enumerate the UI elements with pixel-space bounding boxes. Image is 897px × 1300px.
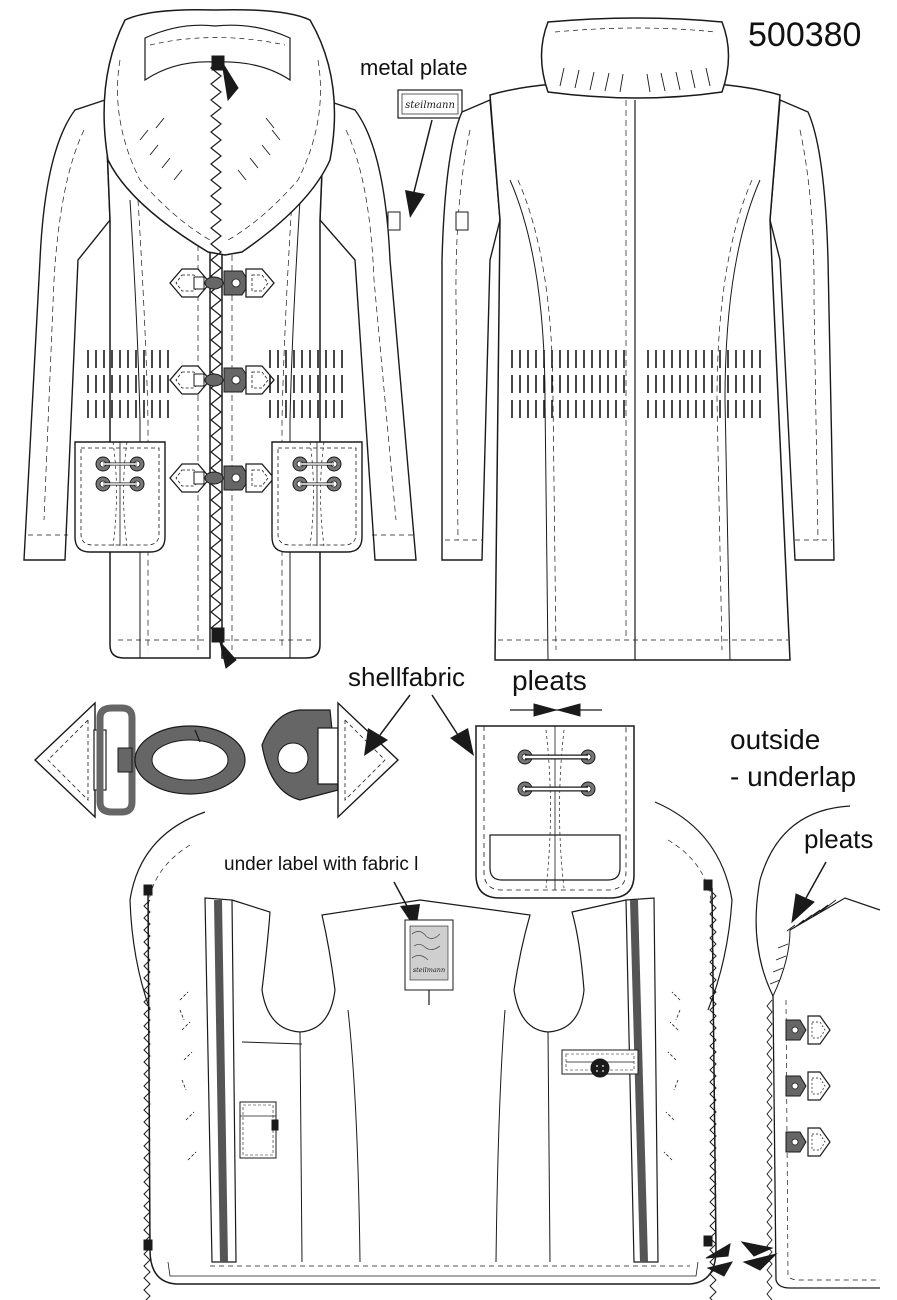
toggle-detail [33, 701, 400, 819]
front-view [23, 8, 417, 669]
under-label-label: under label with fabric l [224, 854, 419, 875]
metal-plate-callout: steilmann [397, 89, 463, 218]
pleats-pocket-label: pleats [512, 665, 587, 696]
back-view [441, 17, 835, 661]
inside-view [129, 801, 734, 1300]
underlap-label: - underlap [730, 761, 857, 792]
style-number: 500380 [748, 16, 862, 54]
metal-plate-logo: steilmann [405, 100, 455, 111]
under-label-logo: steilmann [413, 966, 445, 974]
underlap-detail [740, 805, 881, 1300]
shellfabric-arrows [364, 694, 474, 756]
under-label-callout: steilmann [393, 881, 454, 1005]
shellfabric-label: shellfabric [348, 662, 466, 692]
pocket-detail [475, 703, 635, 899]
outside-label: outside [730, 724, 821, 755]
pleats-collar-label: pleats [804, 824, 874, 854]
metal-plate-label: metal plate [360, 55, 468, 80]
